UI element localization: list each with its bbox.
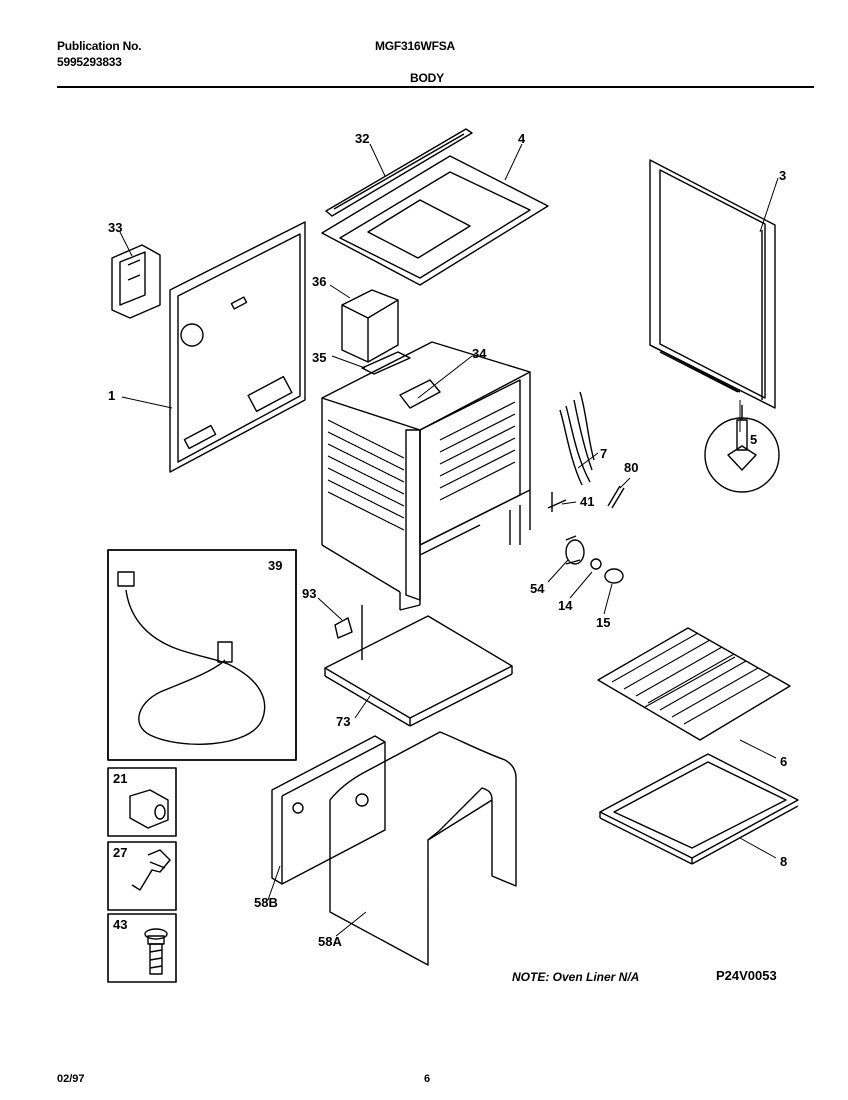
part-27-clip <box>107 841 177 911</box>
part-labels: 32 4 3 33 36 35 34 1 7 80 41 5 39 93 54 … <box>108 131 787 949</box>
part-6-oven-rack <box>597 627 791 741</box>
part-39-power-cord <box>107 549 297 761</box>
label-part-21: 21 <box>113 771 127 786</box>
publication-label: Publication No. <box>57 39 142 53</box>
model-number: MGF316WFSA <box>375 39 456 53</box>
part-7-burner <box>559 391 595 486</box>
oven-liner-note: NOTE: Oven Liner N/A <box>512 970 640 984</box>
label-part-58b: 58B <box>254 895 278 910</box>
label-part-80: 80 <box>624 460 638 475</box>
page-number: 6 <box>424 1073 431 1085</box>
label-part-36: 36 <box>312 274 326 289</box>
label-part-1: 1 <box>108 388 115 403</box>
part-80-rod <box>607 485 625 509</box>
diagram-code: P24V0053 <box>716 968 777 983</box>
label-part-5: 5 <box>750 432 757 447</box>
label-part-6: 6 <box>780 754 787 769</box>
part-36-vent-duct <box>341 289 399 363</box>
part-5-leveler <box>704 405 780 493</box>
oven-body-frame <box>321 341 531 611</box>
label-part-32: 32 <box>355 131 369 146</box>
label-part-93: 93 <box>302 586 316 601</box>
label-part-73: 73 <box>336 714 350 729</box>
label-part-43: 43 <box>113 917 127 932</box>
part-35-gasket <box>361 351 411 375</box>
part-8-broiler-pan <box>599 753 799 865</box>
label-part-33: 33 <box>108 220 122 235</box>
part-1-back-panel <box>169 221 306 473</box>
part-33-bracket <box>111 244 161 319</box>
part-54-light-socket <box>565 535 585 565</box>
label-part-15: 15 <box>596 615 610 630</box>
part-21-grommet <box>107 767 177 837</box>
label-part-3: 3 <box>779 168 786 183</box>
part-15-bulb <box>604 568 624 584</box>
label-part-14: 14 <box>558 598 573 613</box>
label-part-39: 39 <box>268 558 282 573</box>
part-4-top-tray <box>321 155 549 286</box>
part-3-door-panel <box>649 159 776 409</box>
label-part-54: 54 <box>530 581 545 596</box>
part-43-screw <box>107 913 177 983</box>
publication-number: 5995293833 <box>57 55 122 69</box>
part-14-ring <box>590 558 602 570</box>
label-part-4: 4 <box>518 131 526 146</box>
part-58a-cabinet-wrap <box>329 731 517 966</box>
part-32-rail <box>325 128 473 217</box>
label-part-35: 35 <box>312 350 326 365</box>
part-73-floor-plate <box>324 615 513 727</box>
footer-date: 02/97 <box>57 1073 85 1085</box>
label-part-27: 27 <box>113 845 127 860</box>
part-41-pin <box>547 492 567 512</box>
header-rule <box>57 86 814 88</box>
section-title: BODY <box>410 71 444 85</box>
label-part-34: 34 <box>472 346 487 361</box>
part-58b-side-panel <box>271 735 386 885</box>
part-93-clip <box>334 605 363 660</box>
label-part-58a: 58A <box>318 934 342 949</box>
label-part-8: 8 <box>780 854 787 869</box>
part-34-flue <box>399 379 441 409</box>
label-part-41: 41 <box>580 494 594 509</box>
label-part-7: 7 <box>600 446 607 461</box>
